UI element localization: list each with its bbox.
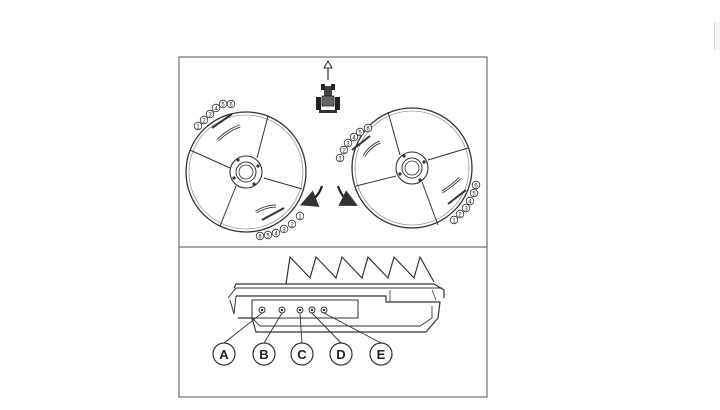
scale-number: 5 (472, 191, 476, 197)
scale-number: 3 (208, 112, 212, 118)
scale-number: 3 (282, 227, 286, 233)
scale-number: 6 (229, 102, 233, 108)
scale-marker (363, 123, 373, 133)
scale-marker (335, 153, 345, 163)
scale-number: 2 (458, 212, 462, 218)
disc-right (351, 107, 473, 229)
callout-leader (299, 312, 303, 344)
scale-marker (295, 211, 305, 221)
callout-circle (369, 342, 393, 366)
scale-number: 3 (346, 141, 350, 147)
scale-marker (343, 138, 353, 148)
scale-number: 4 (214, 106, 218, 112)
scale-marker (449, 215, 459, 225)
blade-slot (251, 299, 359, 319)
mounting-hole-center (280, 308, 284, 312)
scale-marker (455, 209, 465, 219)
travel-direction-arrow (323, 59, 333, 80)
scale-number: 2 (202, 118, 206, 124)
scale-number: 1 (298, 214, 302, 220)
window-edge-tab (714, 22, 720, 50)
scale-marker (255, 231, 265, 241)
scale-number: 4 (468, 199, 472, 205)
mounting-hole-center (298, 308, 302, 312)
hole-label: C (297, 347, 307, 362)
mounting-hole-center (322, 308, 326, 312)
scale-number: 3 (464, 206, 468, 212)
scale-number: 2 (342, 148, 346, 154)
scale-number: 5 (266, 233, 270, 239)
scale-number: 1 (452, 218, 456, 224)
cutter-blade (227, 255, 445, 333)
scale-marker (211, 103, 221, 113)
scale-number: 5 (221, 102, 225, 108)
rotation-arrow-left (299, 185, 324, 207)
scale-number: 5 (358, 130, 362, 136)
scale-marker (193, 121, 203, 131)
callout-leader (263, 312, 283, 344)
bottom-panel-frame (178, 246, 488, 398)
mounting-hole-center (260, 308, 264, 312)
callout-leader (223, 312, 263, 344)
scale-number: 6 (258, 234, 262, 240)
scale-marker (226, 99, 236, 109)
scale-number: 6 (474, 183, 478, 189)
scale-number: 2 (290, 222, 294, 228)
callout-leader (311, 312, 342, 344)
rotation-arrow-right (336, 185, 358, 206)
scale-marker (349, 132, 359, 142)
scale-number: 4 (274, 231, 278, 237)
disc-left-hub (229, 155, 263, 189)
scale-marker (471, 180, 481, 190)
disc-right-hub (395, 151, 429, 185)
callout-circle (252, 342, 276, 366)
mounting-holes (258, 306, 328, 314)
scale-number: 6 (366, 126, 370, 132)
hole-label: E (377, 347, 386, 362)
hole-label: D (336, 347, 345, 362)
disc-left (185, 111, 307, 233)
callout-circle (212, 342, 236, 366)
scale-marker (263, 230, 273, 240)
scale-marker (279, 224, 289, 234)
scale-marker (271, 228, 281, 238)
scale-number: 1 (196, 124, 200, 130)
mounting-hole-center (310, 308, 314, 312)
scale-number: 1 (338, 156, 342, 162)
scale-marker (355, 127, 365, 137)
tractor-icon (316, 84, 340, 113)
scale-marker (461, 203, 471, 213)
scale-number: 4 (352, 135, 356, 141)
scale-marker (469, 188, 479, 198)
hole-labels: A B C D E (212, 312, 393, 366)
scale-marker (199, 115, 209, 125)
scale-marker (465, 196, 475, 206)
hole-label: A (219, 347, 229, 362)
callout-circle (290, 342, 314, 366)
callout-leader (323, 312, 382, 344)
hole-label: B (259, 347, 268, 362)
scale-marker (205, 109, 215, 119)
scale-marker (339, 145, 349, 155)
callout-circle (329, 342, 353, 366)
scale-marker (287, 219, 297, 229)
